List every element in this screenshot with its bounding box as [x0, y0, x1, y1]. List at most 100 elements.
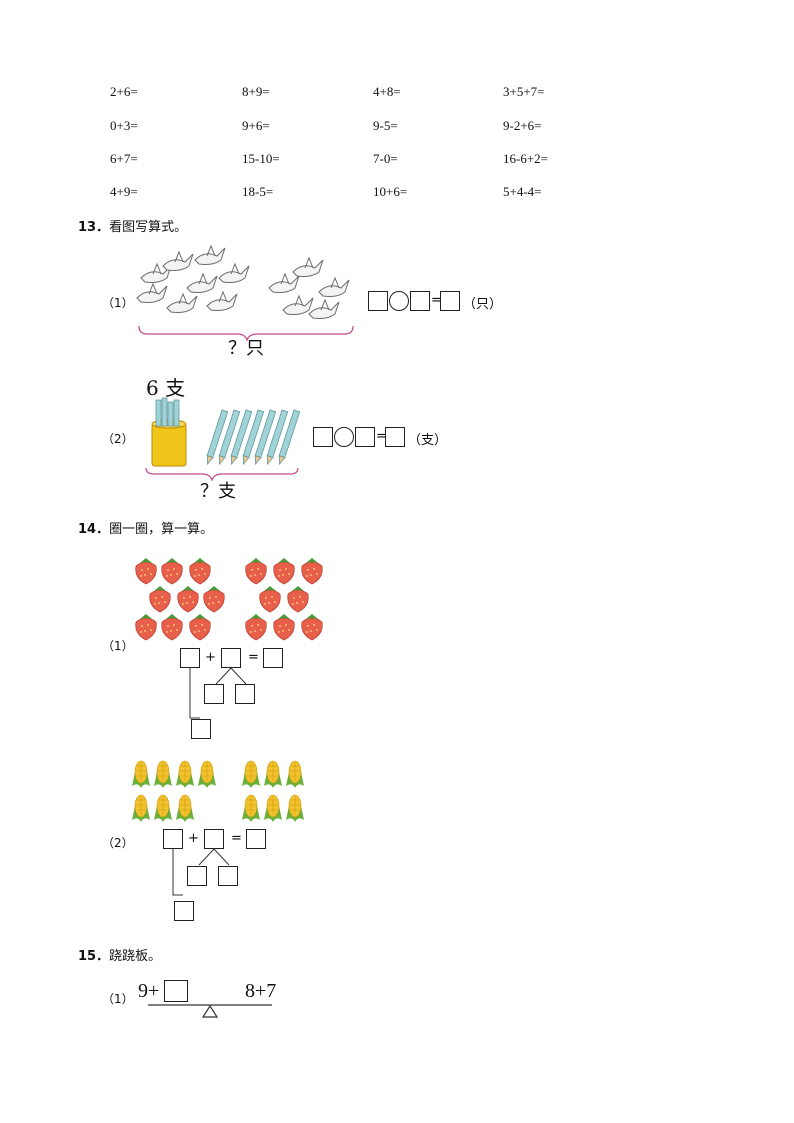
equals-sign: =: [376, 429, 387, 444]
pigeon-icon: [318, 276, 350, 297]
pencil-cup-icon: [151, 397, 187, 467]
calc-item: 6+7=: [110, 151, 138, 166]
strawberry-icon: [203, 585, 225, 613]
seesaw-board-icon: [148, 1004, 272, 1018]
seesaw-left-expression: 9+: [138, 980, 160, 1002]
pencil-icon: [278, 409, 301, 466]
corn-icon: [241, 794, 261, 823]
part-label: （1）: [102, 639, 134, 653]
answer-box[interactable]: [263, 648, 283, 668]
corn-icon: [153, 794, 173, 823]
strawberry-icon: [189, 557, 211, 585]
strawberry-icon: [245, 613, 267, 641]
operator-circle[interactable]: [389, 291, 409, 311]
answer-box[interactable]: [221, 648, 241, 668]
part-label: （1）: [102, 296, 134, 310]
question-number: 14: [78, 522, 97, 537]
answer-box[interactable]: [180, 648, 200, 668]
answer-box[interactable]: [164, 980, 188, 1002]
corn-icon: [285, 794, 305, 823]
calc-item: 15-10=: [242, 151, 280, 166]
strawberry-icon: [273, 557, 295, 585]
strawberry-icon: [245, 557, 267, 585]
corn-icon: [263, 760, 283, 789]
pencil-icon: [218, 409, 241, 466]
pencils-image: [145, 397, 301, 482]
equals-sign: =: [231, 831, 242, 846]
question-dot: ．: [96, 522, 110, 537]
strawberry-icon: [135, 557, 157, 585]
unit-label: （支）: [408, 433, 448, 448]
calc-item: 3+5+7=: [503, 84, 545, 99]
plus-sign: +: [205, 650, 216, 665]
strawberry-icon: [189, 613, 211, 641]
strawberry-icon: [177, 585, 199, 613]
answer-box[interactable]: [235, 684, 255, 704]
pigeon-icon: [194, 244, 226, 265]
seesaw-right-expression: 8+7: [245, 980, 277, 1002]
pigeon-icon: [206, 290, 238, 311]
answer-box[interactable]: [218, 866, 238, 886]
connector-lines: [189, 668, 247, 719]
pigeon-icon: [292, 256, 324, 277]
brace-icon: [145, 467, 299, 482]
pigeon-icon: [136, 282, 168, 303]
part-label: （2）: [102, 836, 134, 850]
calc-item: 16-6+2=: [503, 151, 548, 166]
answer-box[interactable]: [410, 291, 430, 311]
answer-box[interactable]: [313, 427, 333, 447]
calc-item: 10+6=: [373, 184, 408, 199]
strawberry-icon: [161, 613, 183, 641]
calc-item: 9+6=: [242, 118, 270, 133]
corn-icon: [175, 760, 195, 789]
given-label: 6 支: [146, 376, 186, 400]
answer-box[interactable]: [163, 829, 183, 849]
corn-icon: [285, 760, 305, 789]
question-dot: ．: [96, 949, 110, 964]
corn-icon: [131, 794, 151, 823]
calc-item: 7-0=: [373, 151, 398, 166]
calc-item: 8+9=: [242, 84, 270, 99]
brace-icon: [138, 325, 354, 342]
answer-box[interactable]: [355, 427, 375, 447]
calc-item: 4+8=: [373, 84, 401, 99]
answer-box[interactable]: [187, 866, 207, 886]
pigeon-icon: [268, 272, 300, 293]
answer-box[interactable]: [174, 901, 194, 921]
pencil-icon: [242, 409, 265, 466]
calc-item: 9-5=: [373, 118, 398, 133]
strawberry-icon: [273, 613, 295, 641]
plus-sign: +: [188, 831, 199, 846]
question-dot: ．: [96, 220, 110, 235]
pigeon-icon: [140, 262, 172, 283]
corn-image: [131, 760, 305, 823]
corn-icon: [241, 760, 261, 789]
corn-icon: [197, 760, 217, 789]
answer-box[interactable]: [191, 719, 211, 739]
pigeon-icon: [308, 298, 340, 319]
operator-circle[interactable]: [334, 427, 354, 447]
pigeon-icon: [218, 262, 250, 283]
equals-sign: =: [431, 293, 442, 308]
pencil-icon: [230, 409, 253, 466]
answer-box[interactable]: [368, 291, 388, 311]
pencil-icon: [206, 409, 229, 466]
question-text: 圈一圈，算一算。: [109, 522, 214, 537]
strawberry-icon: [135, 613, 157, 641]
answer-box[interactable]: [204, 684, 224, 704]
answer-box[interactable]: [385, 427, 405, 447]
question-text: 跷跷板。: [109, 949, 162, 964]
part-label: （1）: [102, 992, 134, 1006]
pencil-icon: [254, 409, 277, 466]
question-15-title: 15．跷跷板。: [78, 945, 161, 964]
corn-icon: [175, 794, 195, 823]
question-14-title: 14．圈一圈，算一算。: [78, 518, 213, 537]
question-number: 13: [78, 220, 97, 235]
connector-lines: [172, 849, 230, 896]
calc-item: 0+3=: [110, 118, 138, 133]
pigeon-icon: [186, 272, 218, 293]
answer-box[interactable]: [204, 829, 224, 849]
answer-box[interactable]: [246, 829, 266, 849]
pigeon-icon: [162, 250, 194, 271]
answer-box[interactable]: [440, 291, 460, 311]
